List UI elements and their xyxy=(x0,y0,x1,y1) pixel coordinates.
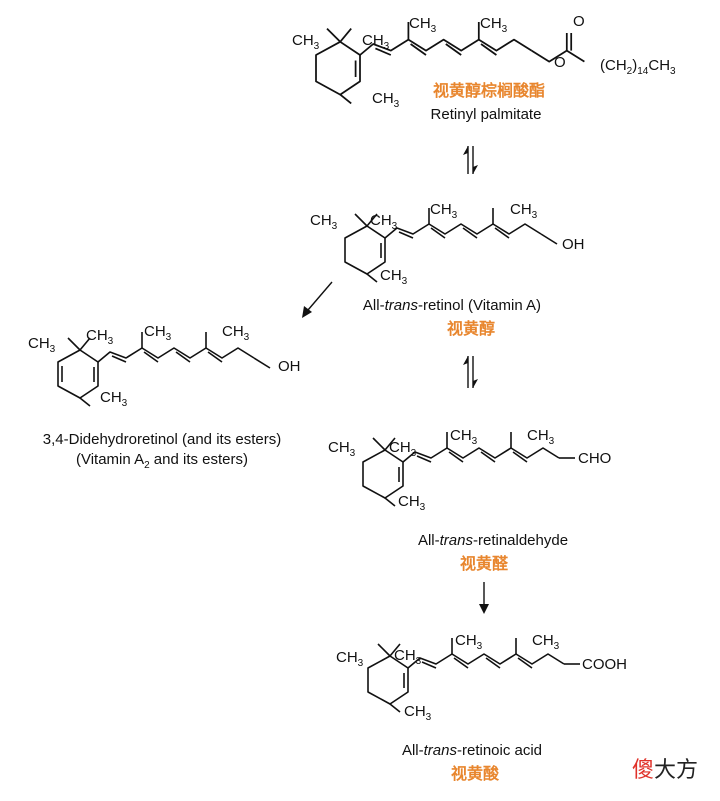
retinoic-acid-structure: CH3 CH3 CH3 CH3 CH3 COOH xyxy=(336,632,627,723)
watermark-part: 大方 xyxy=(654,758,699,783)
atom-label: O xyxy=(554,54,566,71)
atom-label: CH3 xyxy=(532,632,560,652)
atom-label: CH3 xyxy=(28,335,56,355)
atom-label: CH3 xyxy=(430,201,458,221)
atom-label: CH3 xyxy=(394,647,422,667)
atom-label: CH3 xyxy=(450,427,478,447)
didehydroretinol-label: 3,4-Didehydroretinol (and its esters) xyxy=(43,431,281,448)
atom-label: CH3 xyxy=(380,267,408,287)
retinyl-palmitate-structure: CH3 CH3 CH3 CH3 CH3 O O (CH2)14CH3 xyxy=(292,13,676,110)
retinyl-palmitate-label: Retinyl palmitate xyxy=(431,106,542,123)
didehydroretinol-structure: CH3 CH3 CH3 CH3 CH3 OH xyxy=(28,323,301,409)
atom-label: CH3 xyxy=(455,632,483,652)
retinoic-acid-label: All-trans-retinoic acid xyxy=(402,742,542,759)
atom-label: CH3 xyxy=(292,32,320,52)
retinol-cn-label: 视黄醇 xyxy=(447,319,495,338)
watermark: 傻大方 xyxy=(632,752,698,784)
atom-label: CH3 xyxy=(336,649,364,669)
atom-label: COOH xyxy=(582,656,627,673)
atom-label: CH3 xyxy=(409,15,437,35)
atom-label: CH3 xyxy=(144,323,172,343)
atom-label: CH3 xyxy=(370,212,398,232)
retinaldehyde-structure: CH3 CH3 CH3 CH3 CH3 CHO xyxy=(328,427,611,513)
atom-label: CH3 xyxy=(362,32,390,52)
atom-label: CH3 xyxy=(398,493,426,513)
atom-label: CHO xyxy=(578,450,611,467)
retinaldehyde-label: All-trans-retinaldehyde xyxy=(418,532,568,549)
atom-label: CH3 xyxy=(372,90,400,110)
retinol-structure: CH3 CH3 CH3 CH3 CH3 OH xyxy=(310,201,585,287)
retinyl-palmitate-cn-label: 视黄醇棕榈酸酯 xyxy=(433,81,545,100)
atom-label: OH xyxy=(278,358,301,375)
atom-label: CH3 xyxy=(527,427,555,447)
atom-label: CH3 xyxy=(510,201,538,221)
retinol-label: All-trans-retinol (Vitamin A) xyxy=(363,297,541,314)
retinoic-acid-cn-label: 视黄酸 xyxy=(451,764,500,783)
atom-label: CH3 xyxy=(328,439,356,459)
watermark-part: 傻 xyxy=(632,758,655,783)
vitamin-a2-label: (Vitamin A2 and its esters) xyxy=(76,451,248,471)
equilibrium-arrow xyxy=(463,356,478,388)
palmitate-tail-label: (CH2)14CH3 xyxy=(600,57,676,77)
reaction-arrow xyxy=(302,281,333,318)
atom-label: CH3 xyxy=(86,327,114,347)
atom-label: OH xyxy=(562,236,585,253)
atom-label: CH3 xyxy=(100,389,128,409)
atom-label: O xyxy=(573,13,585,30)
atom-label: CH3 xyxy=(310,212,338,232)
atom-label: CH3 xyxy=(389,439,417,459)
atom-label: CH3 xyxy=(404,703,432,723)
retinaldehyde-cn-label: 视黄醛 xyxy=(460,554,509,573)
atom-label: CH3 xyxy=(480,15,508,35)
reaction-arrow xyxy=(479,582,489,614)
equilibrium-arrow xyxy=(463,146,478,174)
atom-label: CH3 xyxy=(222,323,250,343)
